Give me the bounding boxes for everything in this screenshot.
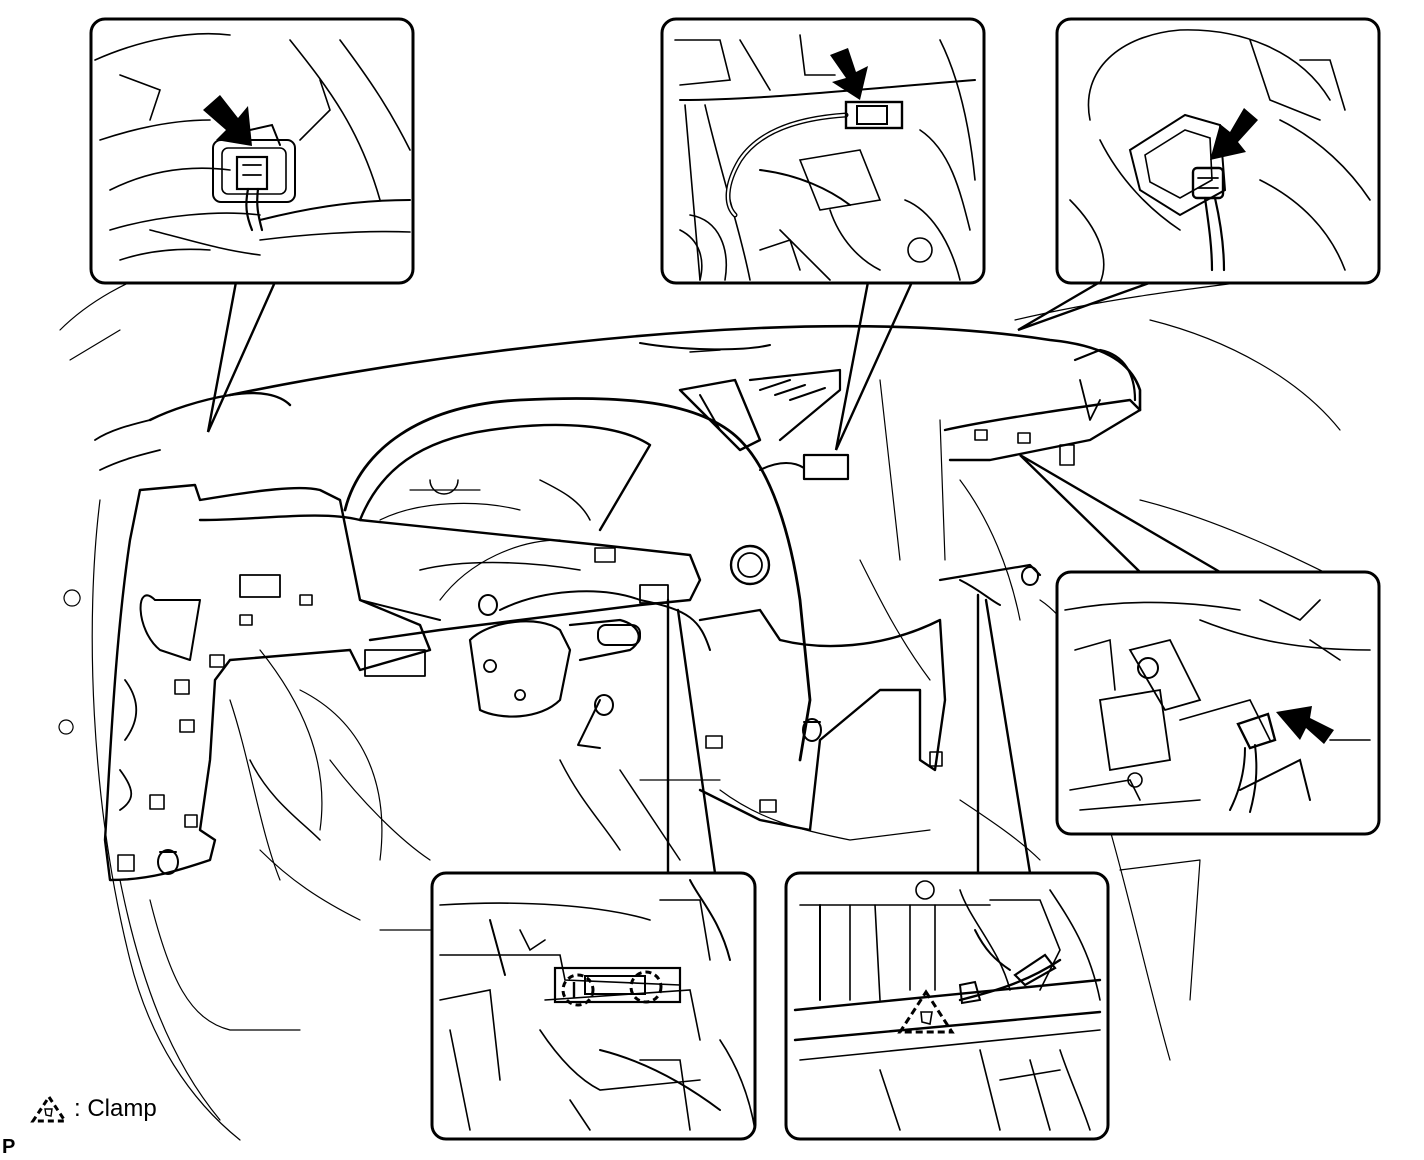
legend-clamp: : Clamp <box>30 1092 157 1126</box>
arrow-icon <box>830 48 868 100</box>
callout-right-connector <box>1055 570 1381 836</box>
clamp-triangle-icon <box>30 1094 68 1123</box>
callout-top-left-connector <box>89 17 415 285</box>
legend-label: : Clamp <box>74 1095 157 1122</box>
arrow-icon <box>1210 108 1258 160</box>
callout-top-center-connector <box>660 17 986 285</box>
figure-code: P <box>2 1136 16 1158</box>
dashboard-assembly <box>58 269 1341 1141</box>
callout-top-right-connector <box>1055 17 1381 285</box>
clamp-triangle-icon <box>897 989 955 1034</box>
callout-bottom-center-claws <box>430 871 757 1141</box>
arrow-icon <box>203 95 252 146</box>
callout-bottom-right-clamp <box>784 871 1110 1141</box>
arrow-icon <box>1276 706 1334 744</box>
claw-circle-icon <box>561 970 663 1007</box>
leader-lines <box>206 280 1222 875</box>
